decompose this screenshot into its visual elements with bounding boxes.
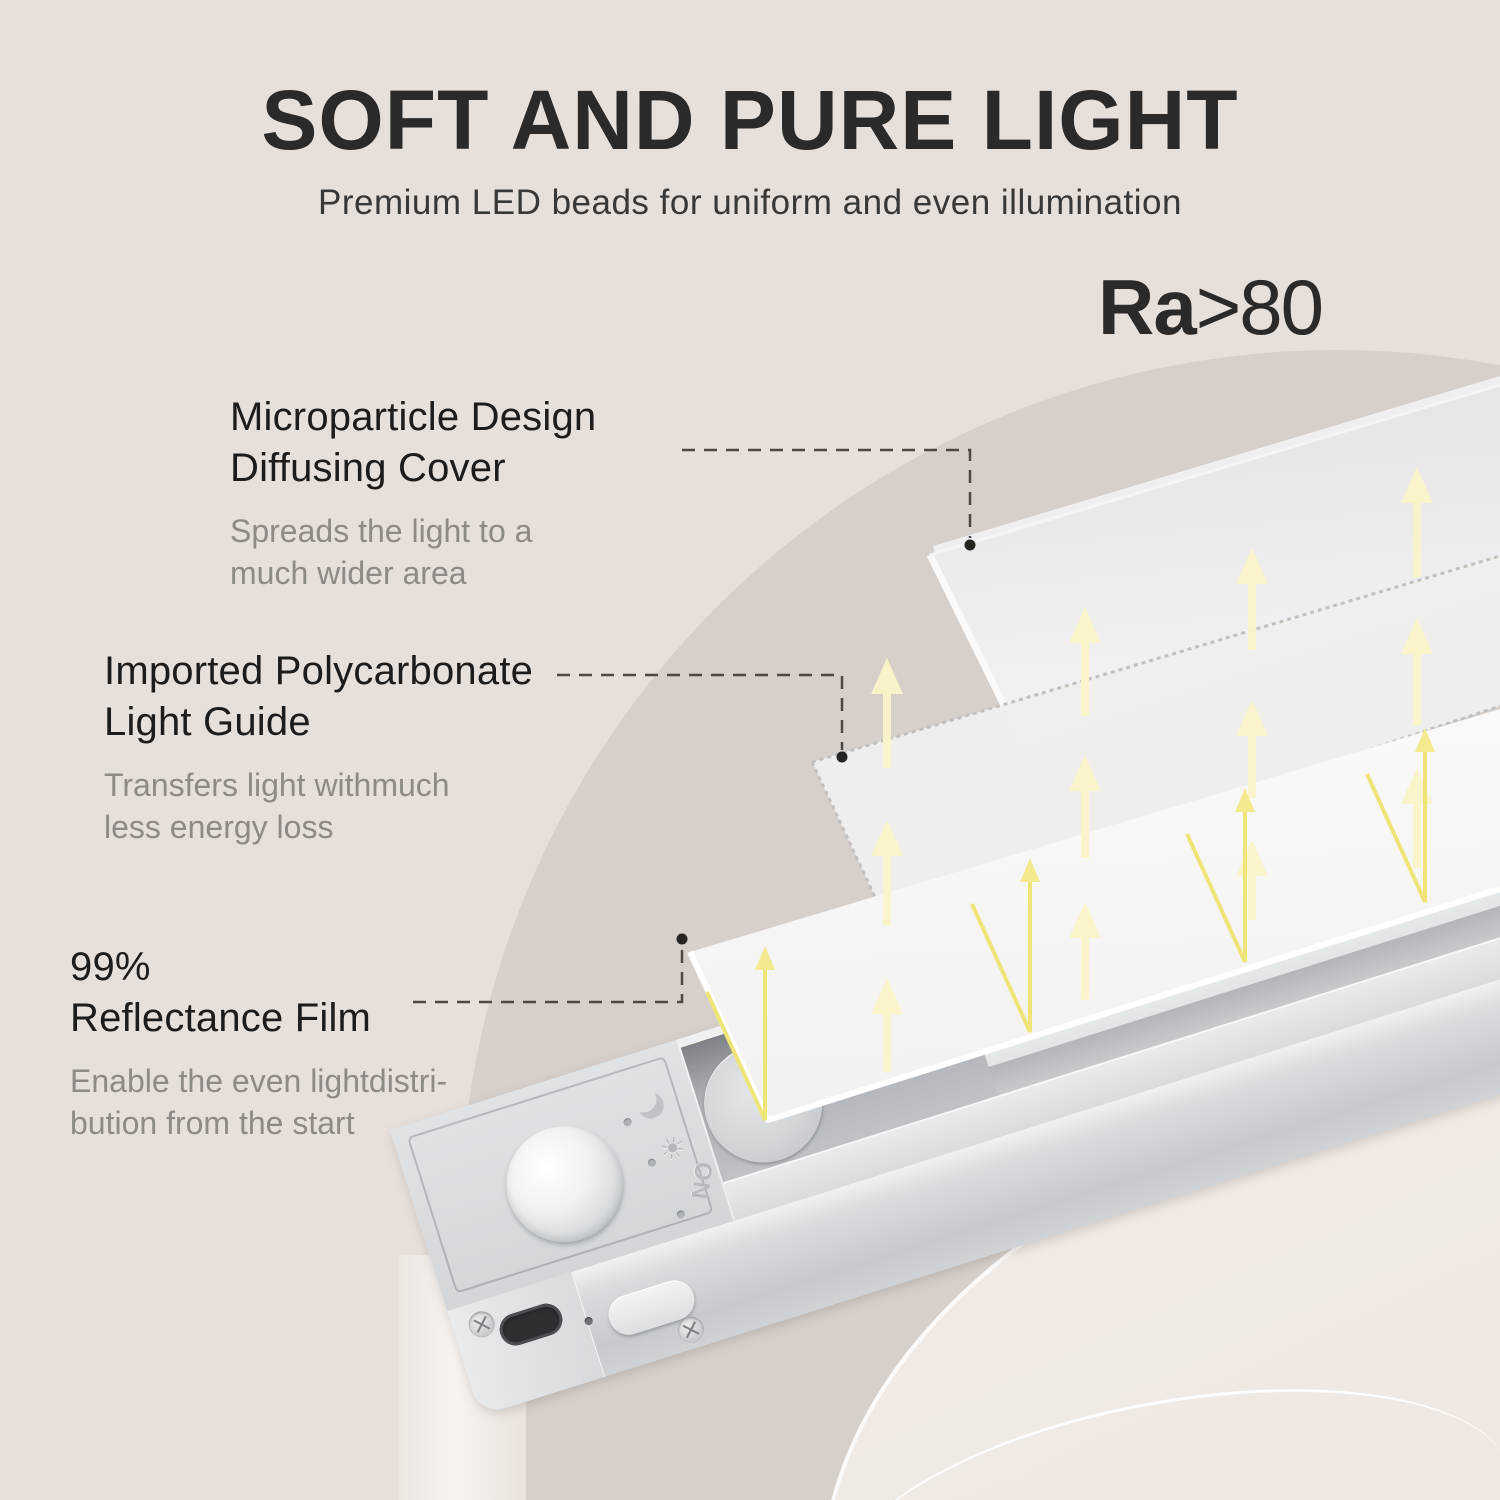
bounce-arrowhead	[1235, 788, 1255, 812]
leader-line-light-guide	[557, 673, 844, 750]
callout-title: 99% Reflectance Film	[70, 945, 372, 1040]
bounce-path	[705, 970, 767, 1121]
callout-light-guide: Imported Polycarbonate Light Guide Trans…	[104, 646, 533, 849]
cri-value: >80	[1195, 263, 1324, 351]
light-arrow	[1069, 607, 1101, 716]
diffusing-cover-layer	[930, 385, 1500, 742]
light-arrow	[1236, 548, 1268, 650]
leader-dots	[676, 539, 976, 945]
cri-prefix: Ra	[1098, 263, 1197, 351]
bounce-path	[970, 882, 1032, 1033]
light-arrow	[871, 820, 903, 925]
light-arrows	[871, 467, 1433, 1072]
cri-badge: Ra >80	[1098, 262, 1324, 353]
bounce-arrowheads	[755, 728, 1435, 970]
leader-dot	[676, 933, 688, 945]
diffusing-cover-topline	[929, 383, 1500, 557]
leader-dot	[836, 751, 848, 763]
light-arrow	[871, 978, 903, 1072]
light-arrow	[1401, 467, 1433, 577]
reflectance-film-layer	[690, 709, 1500, 1120]
leader-lines	[413, 448, 972, 1004]
callout-title: Imported Polycarbonate Light Guide	[104, 649, 534, 744]
light-arrow	[1236, 700, 1268, 798]
callout-description: Transfers light withmuch less energy los…	[104, 766, 450, 846]
light-arrow	[1069, 755, 1101, 858]
page-title: SOFT AND PURE LIGHT	[261, 73, 1239, 167]
bounce-arrowhead	[1415, 728, 1435, 752]
callout-diffusing-cover: Microparticle Design Diffusing Cover Spr…	[230, 392, 596, 595]
bounce-paths	[705, 752, 1427, 1121]
header: SOFT AND PURE LIGHT Premium LED beads fo…	[0, 72, 1500, 223]
bounce-path	[1365, 752, 1427, 903]
bounce-path	[1185, 812, 1247, 963]
callout-reflectance-film: 99% Reflectance Film Enable the even lig…	[70, 942, 447, 1145]
callout-description: Enable the even lightdistri- bution from…	[70, 1062, 448, 1142]
light-arrow	[1401, 618, 1433, 725]
leader-line-reflectance-film	[413, 947, 684, 1004]
light-arrow	[1069, 902, 1101, 1000]
light-arrow	[871, 658, 903, 768]
page-subtitle: Premium LED beads for uniform and even i…	[318, 183, 1182, 222]
callout-description: Spreads the light to a much wider area	[230, 512, 533, 592]
callout-title: Microparticle Design Diffusing Cover	[230, 395, 597, 490]
light-arrow	[1401, 768, 1433, 868]
light-arrow	[1236, 840, 1268, 920]
bounce-arrowhead	[755, 946, 775, 970]
light-guide-layer	[812, 556, 1500, 912]
leader-dot	[964, 539, 976, 551]
bounce-arrowhead	[1020, 858, 1040, 882]
leader-line-diffusing-cover	[682, 448, 972, 538]
